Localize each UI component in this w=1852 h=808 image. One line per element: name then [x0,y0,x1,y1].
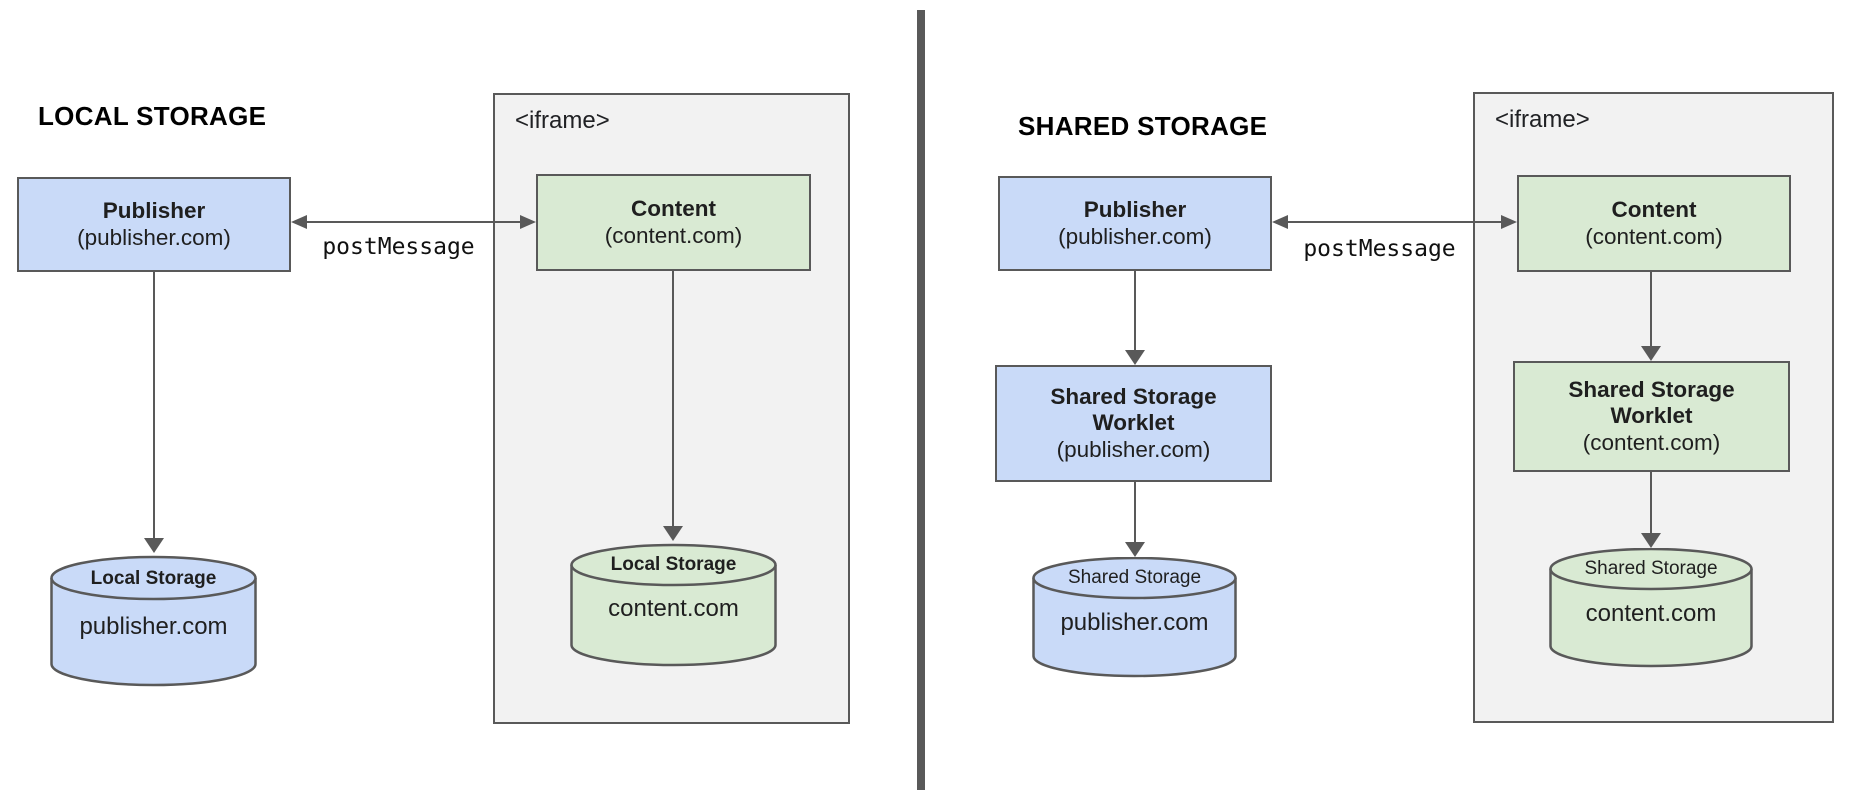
right-publisher-worklet-origin: (publisher.com) [1056,436,1211,462]
right-content-worklet-node: Shared Storage Worklet (content.com) [1513,361,1790,472]
right-publisher-worklet-node: Shared Storage Worklet (publisher.com) [995,365,1272,482]
right-publisher-node: Publisher (publisher.com) [998,176,1272,271]
right-publisher-storage-cylinder: Shared Storage publisher.com [1032,557,1237,678]
cylinder-shape-icon [1549,548,1753,668]
right-worklet-to-storage-arrow [1125,482,1145,557]
left-iframe-label: <iframe> [515,107,610,134]
right-postmessage-label: postMessage [1303,236,1456,262]
arrow-head-right-icon [1501,215,1517,229]
arrow-line [1285,220,1504,224]
left-content-node: Content (content.com) [536,174,811,271]
arrow-head-left-icon [291,215,307,229]
right-postmessage-arrow [1272,214,1517,230]
right-content-storage-label: Shared Storage [1584,558,1718,579]
right-publisher-to-worklet-arrow [1125,271,1145,365]
left-content-storage-cylinder: Local Storage content.com [570,543,777,667]
left-publisher-name: Publisher [102,197,206,223]
right-content-origin: (content.com) [1585,223,1723,249]
right-content-storage-domain: content.com [1585,600,1717,627]
left-postmessage-label: postMessage [322,234,475,260]
right-publisher-worklet-name: Shared Storage Worklet [1050,383,1217,436]
right-publisher-name: Publisher [1083,196,1187,222]
cylinder-shape-icon [1032,557,1237,678]
right-publisher-storage-label: Shared Storage [1067,567,1202,588]
arrow-head-left-icon [1272,215,1288,229]
left-publisher-to-storage-arrow [144,272,164,553]
cylinder-shape-icon [570,543,777,667]
local-storage-title: LOCAL STORAGE [38,101,267,131]
left-content-name: Content [631,195,716,221]
right-iframe-label: <iframe> [1495,106,1590,133]
left-publisher-storage-domain: publisher.com [79,613,228,640]
left-content-origin: (content.com) [604,222,743,248]
section-divider [917,10,925,790]
shared-storage-title: SHARED STORAGE [1018,111,1268,141]
left-publisher-origin: (publisher.com) [77,224,231,250]
right-content-to-worklet-arrow [1641,272,1661,361]
right-content-node: Content (content.com) [1517,175,1791,272]
arrow-line [304,220,523,224]
arrow-head-right-icon [520,215,536,229]
cylinder-shape-icon [50,555,257,687]
left-publisher-storage-cylinder: Local Storage publisher.com [50,555,257,687]
right-content-storage-cylinder: Shared Storage content.com [1549,548,1753,668]
left-publisher-node: Publisher (publisher.com) [17,177,291,272]
left-content-to-storage-arrow [663,271,683,541]
left-postmessage-arrow [291,214,536,230]
left-content-storage-domain: content.com [608,595,739,622]
right-content-worklet-name: Shared Storage Worklet [1568,376,1735,429]
left-publisher-storage-label: Local Storage [90,568,217,589]
right-worklet-to-storage-arrow [1641,472,1661,548]
right-content-worklet-origin: (content.com) [1582,429,1721,455]
right-publisher-storage-domain: publisher.com [1060,609,1209,636]
right-content-name: Content [1611,196,1697,222]
left-content-storage-label: Local Storage [610,554,737,575]
right-publisher-origin: (publisher.com) [1058,223,1212,249]
